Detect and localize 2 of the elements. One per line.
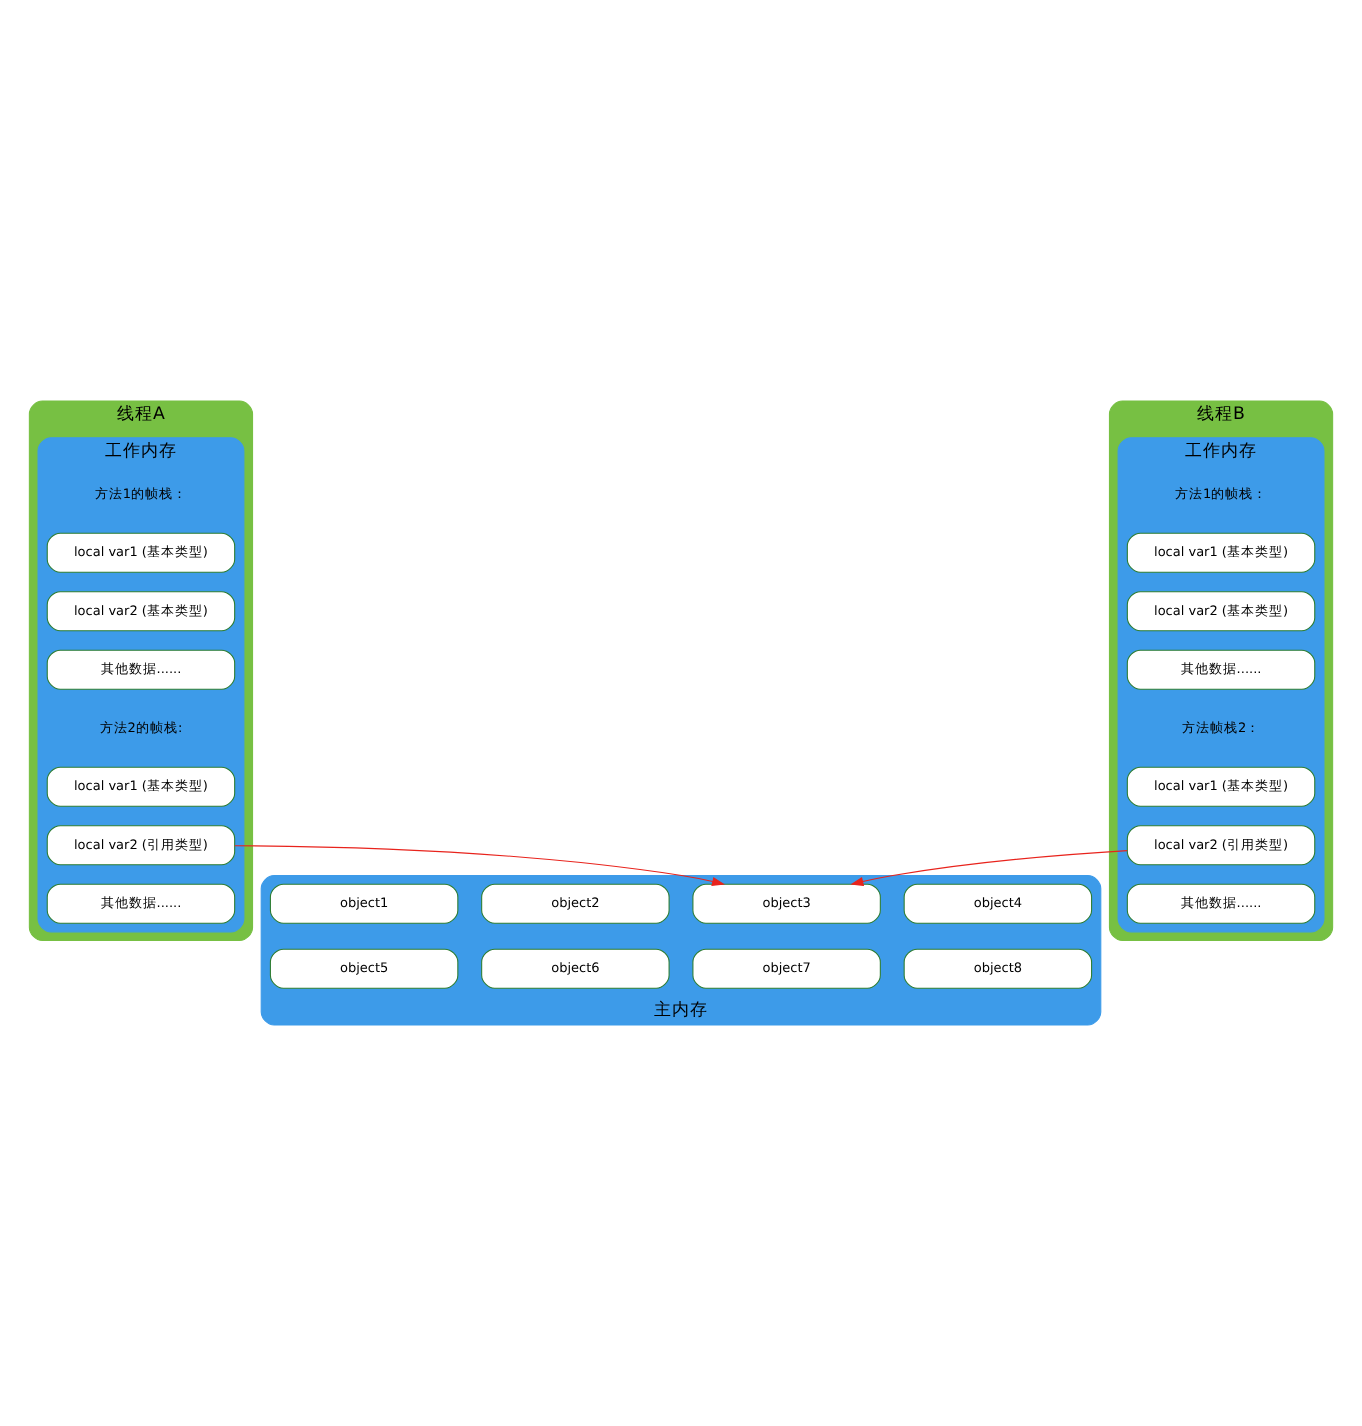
arrow xyxy=(234,845,725,886)
arrow xyxy=(850,850,1128,886)
